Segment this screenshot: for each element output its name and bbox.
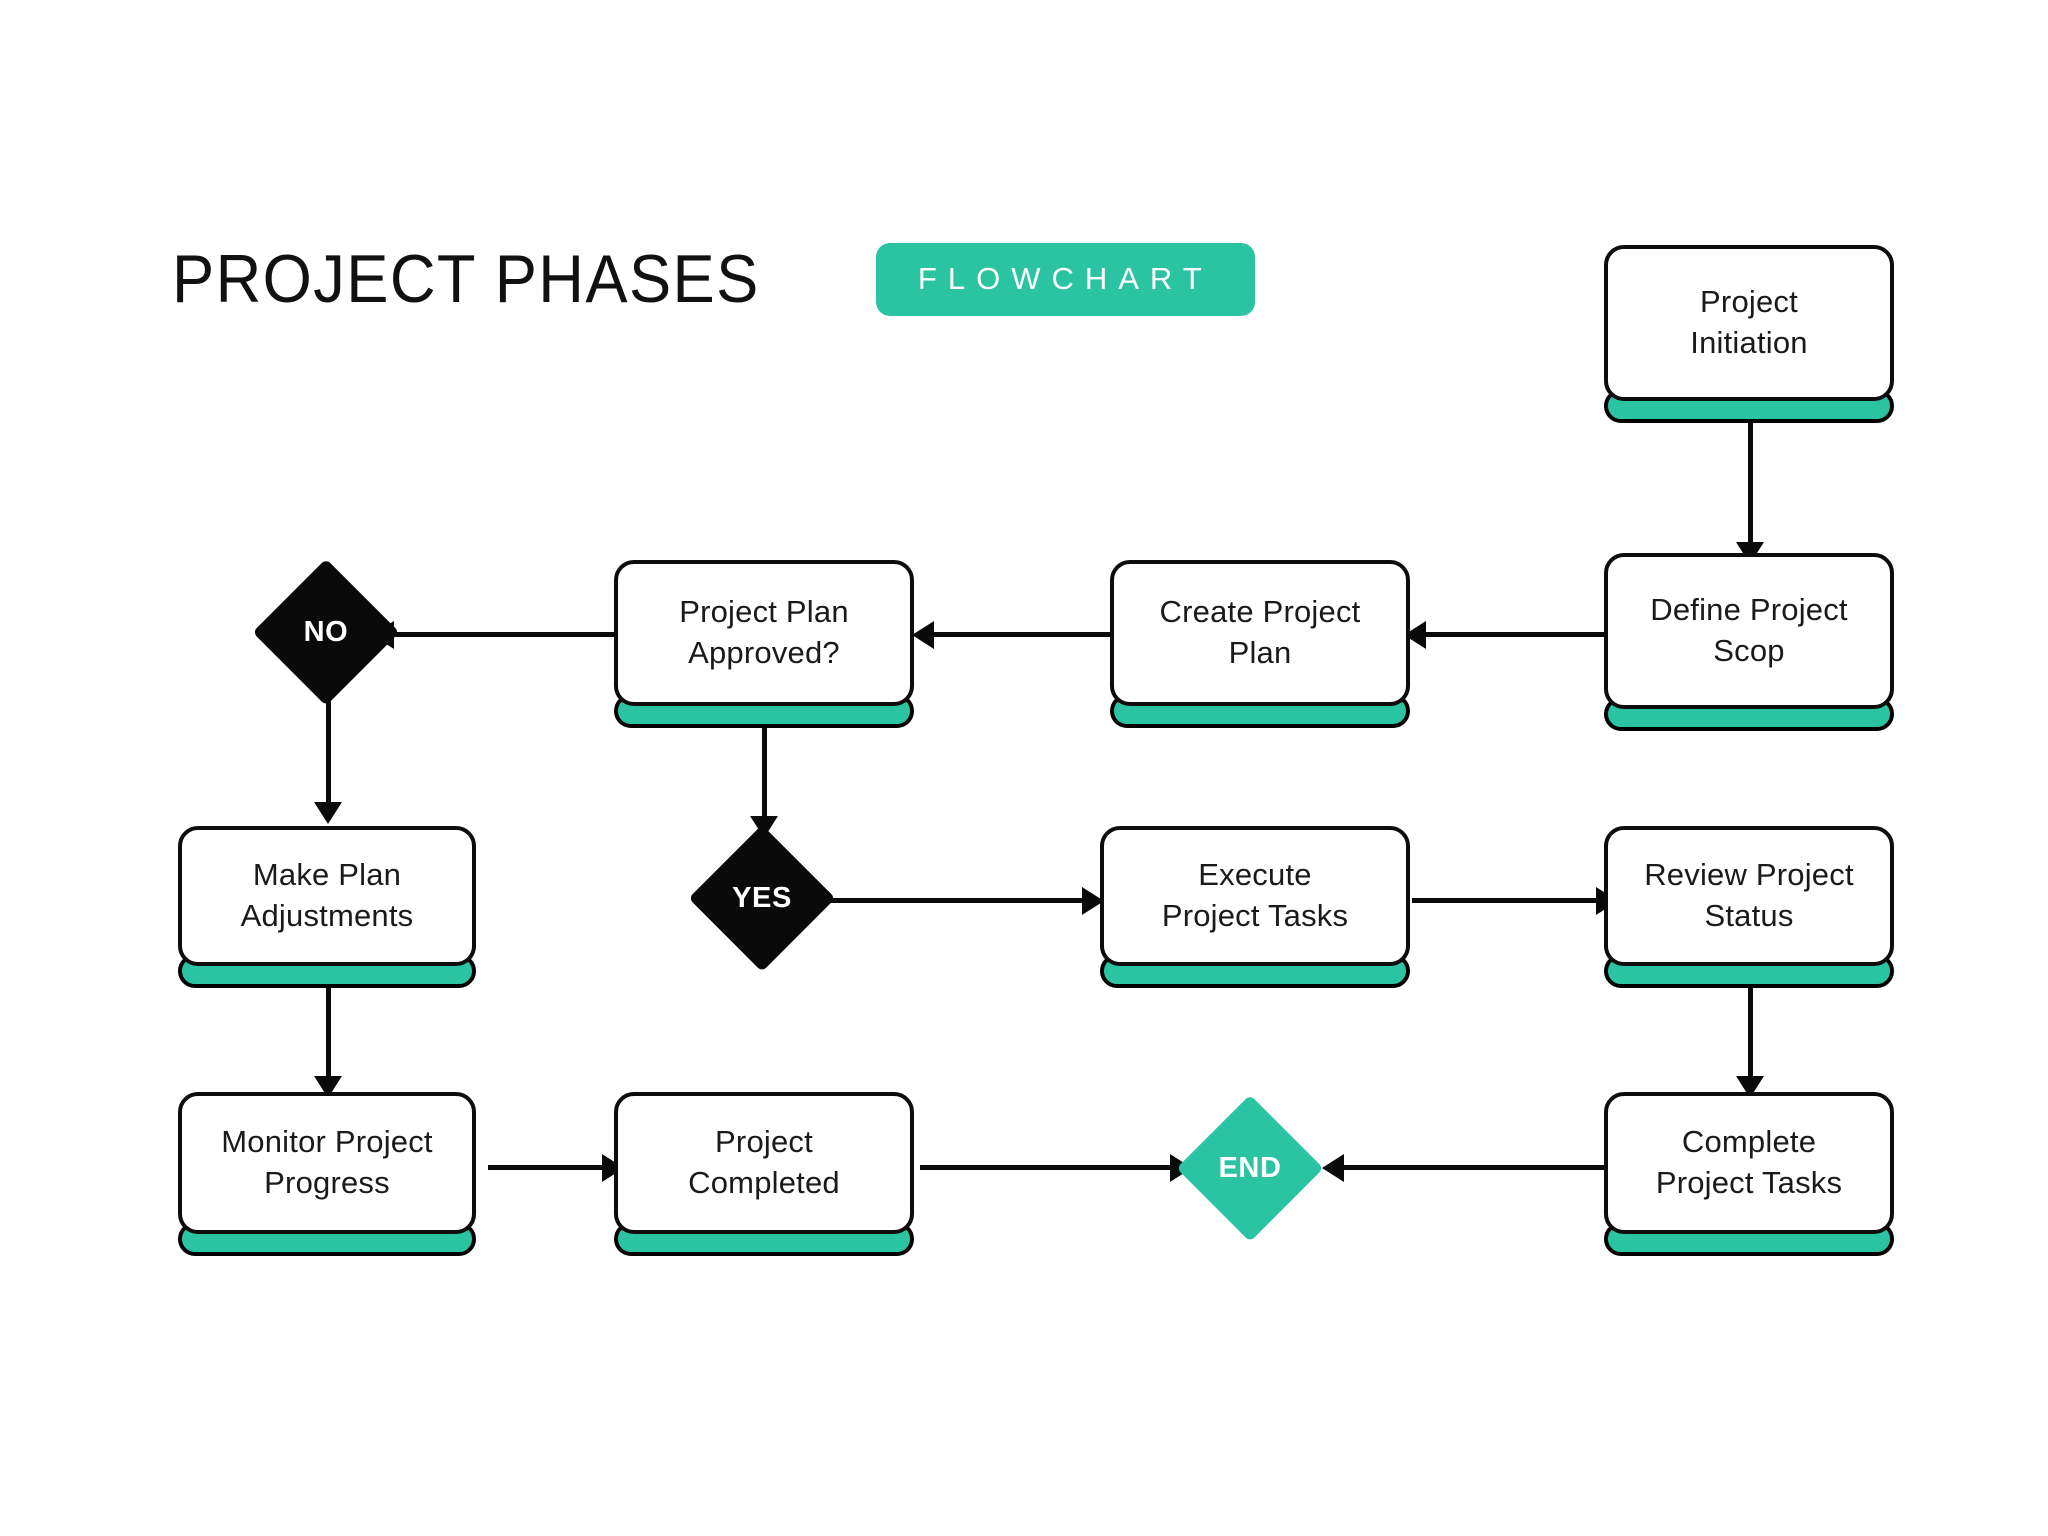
connector-adjustments-to-monitor <box>326 982 331 1092</box>
node-project-completed[interactable]: Project Completed <box>614 1092 914 1256</box>
connector-execute-to-review <box>1412 898 1604 903</box>
node-label: Create Project Plan <box>1159 594 1361 670</box>
connector-approved-to-no <box>380 632 615 637</box>
node-surface: Project Completed <box>614 1092 914 1234</box>
node-surface: Project Plan Approved? <box>614 560 914 706</box>
node-surface: Monitor Project Progress <box>178 1092 476 1234</box>
node-label: YES <box>732 881 792 914</box>
node-make-plan-adjustments[interactable]: Make Plan Adjustments <box>178 826 476 988</box>
node-create-project-plan[interactable]: Create Project Plan <box>1110 560 1410 728</box>
node-label: END <box>1218 1151 1282 1184</box>
node-yes-decision[interactable]: YES <box>688 824 836 972</box>
node-complete-project-tasks[interactable]: Complete Project Tasks <box>1604 1092 1894 1256</box>
header: PROJECT PHASES FLOWCHART <box>172 240 1255 318</box>
connector-approved-to-yes <box>762 712 767 830</box>
node-label: Monitor Project Progress <box>221 1124 433 1200</box>
connector-no-to-adjustments <box>326 690 331 818</box>
node-end[interactable]: END <box>1176 1094 1324 1242</box>
node-surface: Make Plan Adjustments <box>178 826 476 966</box>
node-define-project-scop[interactable]: Define Project Scop <box>1604 553 1894 731</box>
node-project-plan-approved[interactable]: Project Plan Approved? <box>614 560 914 728</box>
node-label: Make Plan Adjustments <box>240 857 414 933</box>
connector-complete-to-end <box>1330 1165 1606 1170</box>
node-label: Define Project Scop <box>1650 592 1848 668</box>
connector-scope-to-createplan <box>1412 632 1604 637</box>
node-surface: Define Project Scop <box>1604 553 1894 709</box>
arrowhead-createplan-to-approved <box>912 621 934 649</box>
connector-initiation-to-scope <box>1748 408 1753 556</box>
connector-completed-to-end <box>920 1165 1178 1170</box>
node-surface: Create Project Plan <box>1110 560 1410 706</box>
node-label: Complete Project Tasks <box>1655 1124 1843 1200</box>
node-label: Review Project Status <box>1644 857 1854 933</box>
node-label: Project Initiation <box>1690 284 1808 360</box>
connector-monitor-to-completed <box>488 1165 610 1170</box>
arrowhead-complete-to-end <box>1322 1154 1344 1182</box>
node-surface: Review Project Status <box>1604 826 1894 966</box>
flowchart-badge: FLOWCHART <box>875 242 1255 316</box>
node-surface: Complete Project Tasks <box>1604 1092 1894 1234</box>
node-review-project-status[interactable]: Review Project Status <box>1604 826 1894 988</box>
node-label: Execute Project Tasks <box>1161 857 1349 933</box>
node-label: NO <box>303 615 349 648</box>
connector-createplan-to-approved <box>920 632 1110 637</box>
node-execute-project-tasks[interactable]: Execute Project Tasks <box>1100 826 1410 988</box>
connector-review-to-complete <box>1748 982 1753 1092</box>
node-label: Project Plan Approved? <box>679 594 849 670</box>
arrowhead-yes-to-execute <box>1082 887 1104 915</box>
arrowhead-no-to-adjustments <box>314 802 342 824</box>
node-surface: Execute Project Tasks <box>1100 826 1410 966</box>
node-project-initiation[interactable]: Project Initiation <box>1604 245 1894 423</box>
page-title: PROJECT PHASES <box>172 241 760 317</box>
node-label: Project Completed <box>688 1124 840 1200</box>
connector-yes-to-execute <box>810 898 1090 903</box>
node-no-decision[interactable]: NO <box>252 558 400 706</box>
node-monitor-project-progress[interactable]: Monitor Project Progress <box>178 1092 476 1256</box>
node-surface: Project Initiation <box>1604 245 1894 401</box>
